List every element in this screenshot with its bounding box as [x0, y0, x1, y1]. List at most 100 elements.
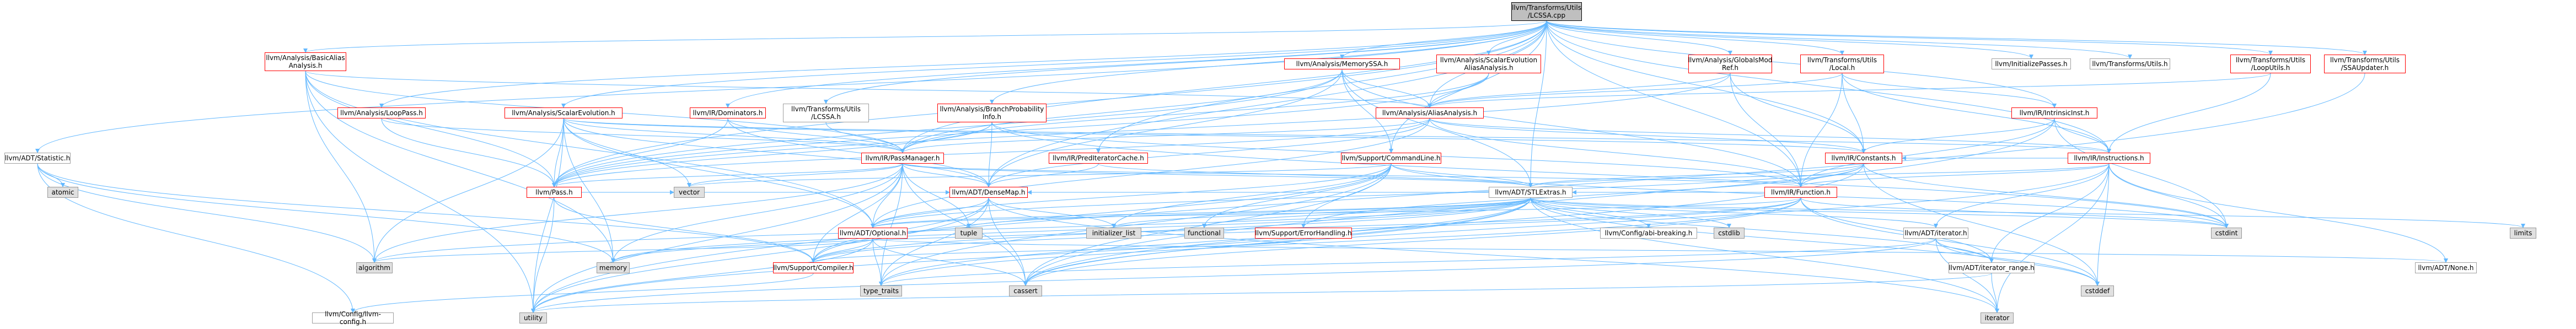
dependency-edge	[1530, 197, 1731, 228]
dependency-edge	[35, 20, 1547, 153]
loop-utils-header-node[interactable]: llvm/Transforms/Utils /LoopUtils.h	[2230, 55, 2311, 73]
dependency-edge	[990, 20, 1547, 104]
stl-extras-header-node[interactable]: llvm/ADT/STLExtras.h	[1489, 187, 1573, 198]
dependency-edge	[2054, 118, 2229, 228]
dependency-edge	[1486, 20, 1547, 55]
dependency-edge	[305, 71, 556, 187]
dependency-edge	[1023, 197, 1801, 286]
globals-mod-ref-header-node[interactable]: llvm/Analysis/GlobalsMod Ref.h	[1688, 55, 1772, 73]
dependency-edge	[1530, 197, 1994, 263]
dependency-edge	[1935, 238, 1994, 263]
pass-header-node[interactable]: llvm/Pass.h	[527, 187, 582, 198]
dependency-edge	[561, 20, 1547, 108]
dependency-edge	[902, 163, 1533, 187]
dependency-edge	[900, 20, 1547, 153]
iterator-range-header-node[interactable]: llvm/ADT/iterator_range.h	[1949, 262, 2035, 273]
cstdlib-system-header: cstdlib	[1714, 228, 1745, 239]
alias-analysis-header-node[interactable]: llvm/Analysis/AliasAnalysis.h	[1376, 107, 1484, 118]
dependency-edge	[1202, 163, 1392, 228]
dependency-edge	[1023, 118, 2055, 286]
dependency-edge	[727, 118, 991, 187]
dependency-edge	[379, 20, 1547, 108]
loop-pass-header-node[interactable]: llvm/Analysis/LoopPass.h	[337, 107, 426, 118]
dependency-edge	[1023, 163, 2110, 286]
dependency-edge	[1530, 197, 2525, 228]
dependency-edge	[37, 163, 377, 263]
dependency-edge	[563, 118, 875, 228]
dependency-edge	[1530, 197, 1651, 228]
pred-iterator-cache-header-node[interactable]: llvm/IR/PredIteratorCache.h	[1049, 153, 1148, 164]
memory-ssa-header-node[interactable]: llvm/Analysis/MemorySSA.h	[1284, 58, 1400, 69]
dependency-edge	[1730, 73, 1866, 153]
dependency-edge	[1546, 20, 1803, 187]
dependency-edge	[552, 118, 728, 187]
dependency-edge	[1842, 73, 1866, 153]
instructions-header-node[interactable]: llvm/IR/Instructions.h	[2068, 153, 2150, 164]
adt-iterator-header-node[interactable]: llvm/ADT/iterator.h	[1903, 228, 1968, 239]
dense-map-header-node[interactable]: llvm/ADT/DenseMap.h	[949, 187, 1028, 198]
transforms-utils-header-node[interactable]: llvm/Transforms/Utils.h	[2090, 58, 2170, 69]
dependency-edge	[1528, 163, 1864, 187]
dependency-edge	[726, 20, 1547, 108]
command-line-header-node[interactable]: llvm/Support/CommandLine.h	[1341, 153, 1441, 164]
dependency-edge	[1341, 69, 1803, 187]
abi-breaking-header-node[interactable]: llvm/Config/abi-breaking.h	[1600, 228, 1697, 239]
dependency-edge	[1340, 20, 1547, 59]
none-header-node[interactable]: llvm/ADT/None.h	[2415, 262, 2477, 273]
dependency-edge	[988, 197, 1116, 228]
initialize-passes-header-node[interactable]: llvm/InitializePasses.h	[1992, 58, 2071, 69]
dependency-edge	[687, 163, 1392, 187]
statistic-header-node[interactable]: llvm/ADT/Statistic.h	[4, 153, 71, 164]
dependency-edge	[552, 20, 1547, 187]
basic-alias-analysis-header-node[interactable]: llvm/Analysis/BasicAlias Analysis.h	[265, 52, 346, 71]
dependency-edge	[552, 163, 903, 187]
dependency-edge	[1935, 238, 1999, 313]
dependency-edge	[871, 197, 1531, 228]
error-handling-header-node[interactable]: llvm/Support/ErrorHandling.h	[1255, 228, 1352, 239]
dependency-edge	[563, 118, 1866, 153]
dependency-edge	[37, 163, 615, 263]
dependency-edge	[1546, 20, 1732, 55]
dependency-edge	[1991, 273, 1999, 313]
dependency-edge	[2054, 118, 2111, 153]
dependency-edge	[531, 118, 564, 313]
vector-system-header: vector	[674, 187, 705, 198]
dependency-edge	[563, 118, 905, 153]
dependency-edge	[687, 163, 903, 187]
cstddef-system-header: cstddef	[2081, 285, 2114, 296]
dependency-edge	[531, 163, 903, 313]
compiler-header-node[interactable]: llvm/Support/Compiler.h	[773, 262, 854, 273]
lcssa-header-node[interactable]: llvm/Transforms/Utils /LCSSA.h	[783, 104, 869, 122]
scalar-evolution-header-node[interactable]: llvm/Analysis/ScalarEvolution.h	[505, 107, 622, 118]
dependency-edge	[811, 163, 1392, 263]
dependency-edge	[879, 197, 1531, 286]
dependency-edge	[351, 273, 814, 313]
dominators-header-node[interactable]: llvm/IR/Dominators.h	[690, 107, 766, 118]
transforms-local-header-node[interactable]: llvm/Transforms/Utils /Local.h	[1800, 55, 1884, 73]
function-header-node[interactable]: llvm/IR/Function.h	[1764, 187, 1837, 198]
ssa-updater-header-node[interactable]: llvm/Transforms/Utils /SSAUpdater.h	[2324, 55, 2406, 73]
optional-header-node[interactable]: llvm/ADT/Optional.h	[838, 228, 908, 239]
dependency-edge	[372, 238, 873, 263]
dependency-edge	[2108, 163, 2448, 263]
llvm-config-header-node[interactable]: llvm/Config/llvm-config.h	[312, 310, 394, 326]
atomic-system-header: atomic	[47, 187, 78, 198]
dependency-edge	[879, 197, 1801, 286]
dependency-edge	[825, 122, 905, 153]
dependency-edge	[1934, 163, 2110, 228]
dependency-edge	[531, 197, 989, 313]
dependency-edge	[1530, 197, 1938, 228]
dependency-edge	[381, 118, 905, 153]
dependency-edge	[988, 197, 1999, 313]
intrinsic-inst-header-node[interactable]: llvm/IR/IntrinsicInst.h	[2011, 107, 2097, 118]
branch-probability-info-header-node[interactable]: llvm/Analysis/BranchProbability Info.h	[937, 104, 1046, 122]
scev-alias-analysis-header-node[interactable]: llvm/Analysis/ScalarEvolution AliasAnaly…	[1436, 55, 1541, 73]
dependency-edge	[305, 71, 875, 228]
dependency-edge	[872, 238, 2448, 263]
pass-manager-header-node[interactable]: llvm/IR/PassManager.h	[861, 153, 944, 164]
dependency-edge	[531, 197, 1531, 313]
constants-header-node[interactable]: llvm/IR/Constants.h	[1825, 153, 1902, 164]
dependency-edge	[879, 163, 903, 286]
tuple-system-header: tuple	[955, 228, 983, 239]
